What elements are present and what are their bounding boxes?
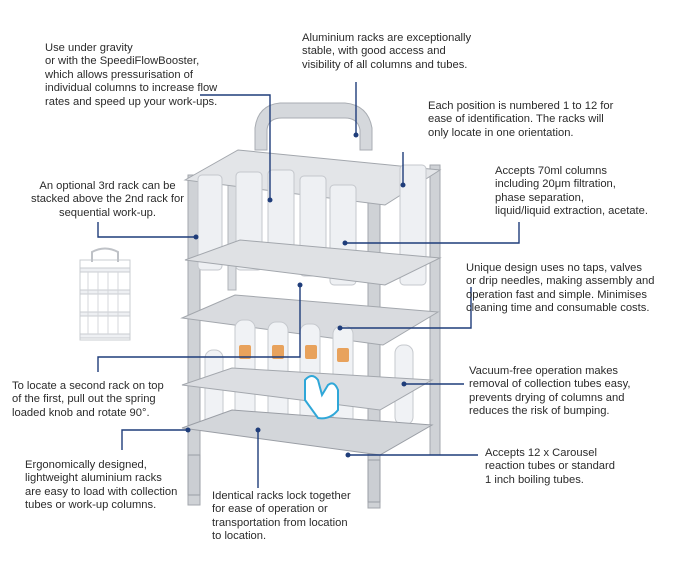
callout-numbered: Each position is numbered 1 to 12 for ea… — [428, 100, 614, 139]
callout-carousel-tubes: Accepts 12 x Carousel reaction tubes or … — [485, 447, 615, 486]
callout-third-rack: An optional 3rd rack can be stacked abov… — [31, 180, 184, 219]
callout-aluminium: Aluminium racks are exceptionally stable… — [302, 32, 472, 71]
callout-70ml-columns: Accepts 70ml columns including 20μm filt… — [495, 165, 648, 218]
leader-lines — [97, 82, 520, 488]
three-rack-thumbnail — [79, 247, 131, 341]
callout-vacuum-free: Vacuum-free operation makes removal of c… — [469, 365, 631, 418]
callout-unique-design: Unique design uses no taps, valves or dr… — [466, 262, 655, 315]
callout-gravity: Use under gravity or with the SpeediFlow… — [45, 42, 218, 108]
callout-second-rack: To locate a second rack on top of the fi… — [12, 380, 164, 419]
rack-illustration — [180, 102, 442, 509]
callout-identical-racks: Identical racks lock together for ease o… — [212, 490, 351, 543]
leader-dots — [185, 132, 407, 458]
callout-ergonomic: Ergonomically designed, lightweight alum… — [25, 459, 178, 512]
